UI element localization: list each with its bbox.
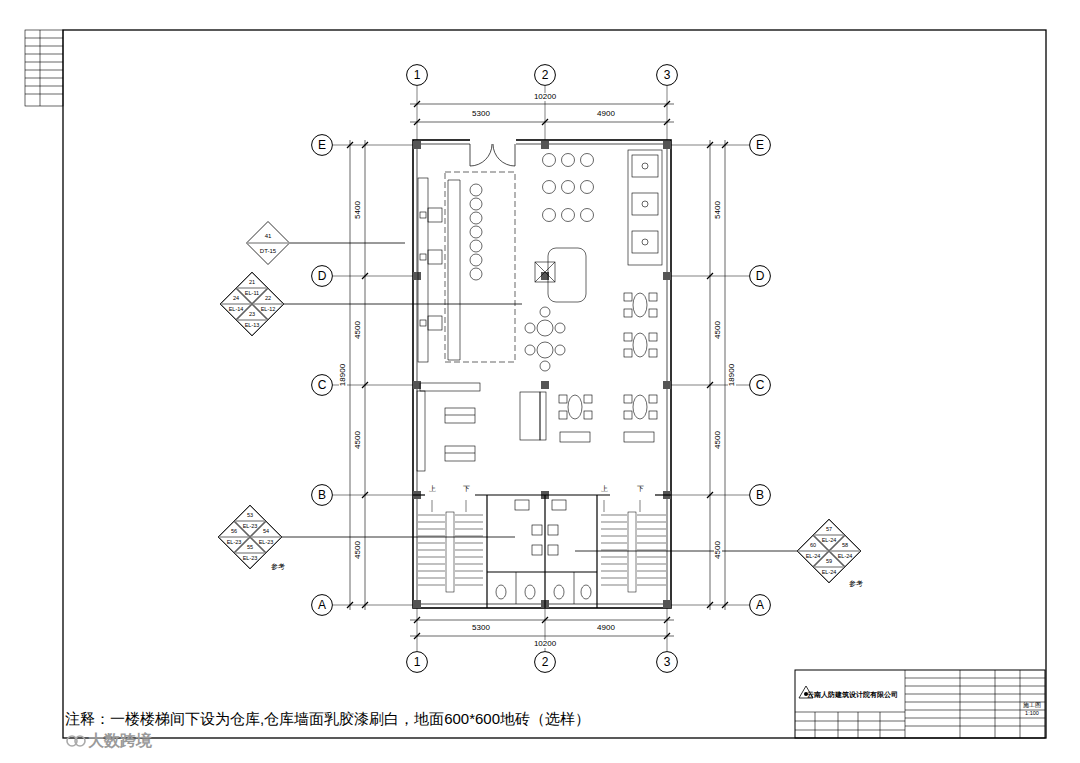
dimension-text: 10200 xyxy=(533,93,557,101)
node-label: 3 xyxy=(664,69,671,81)
dimension-text: 4500 xyxy=(714,430,722,450)
node-label: 1 xyxy=(414,69,421,81)
node-label: 2 xyxy=(542,69,549,81)
node-code: EL-24 xyxy=(822,538,837,544)
index-diamond: 55EL-23 xyxy=(234,537,266,569)
index-diamond: 41DT-15 xyxy=(246,221,290,265)
grid-bubble: 3 xyxy=(656,64,678,86)
node-code: EL-14 xyxy=(229,307,244,313)
node-label: 24 xyxy=(233,296,239,302)
stair-direction: 下 xyxy=(637,485,644,492)
node-label: 3 xyxy=(664,656,671,668)
dimension-text: 4500 xyxy=(354,430,362,450)
grid-bubble: A xyxy=(749,594,771,616)
node-label: 21 xyxy=(249,280,255,286)
node-label: A xyxy=(318,599,326,611)
grid-bubble: 1 xyxy=(406,64,428,86)
watermark: 大数跨境 xyxy=(88,733,152,749)
grid-bubble: E xyxy=(749,134,771,156)
grid-bubble: 1 xyxy=(406,651,428,673)
node-label: C xyxy=(318,379,327,391)
dimension-text: 18900 xyxy=(728,363,736,387)
grid-bubble: 3 xyxy=(656,651,678,673)
node-label: C xyxy=(756,379,765,391)
index-diamond: 23EL-13 xyxy=(236,304,268,336)
reference-note: 参考 xyxy=(849,580,863,587)
node-label: E xyxy=(318,139,326,151)
node-label: 53 xyxy=(247,513,253,519)
diamond-outline xyxy=(246,221,290,265)
dimension-text: 5400 xyxy=(714,200,722,220)
grid-bubble: B xyxy=(749,484,771,506)
node-label: 56 xyxy=(231,529,237,535)
dimension-text: 10200 xyxy=(533,640,557,648)
title-cell: 1:100 xyxy=(1025,711,1039,717)
company-name: 云南人防建筑设计院有限公司 xyxy=(807,691,898,698)
grid-bubble: 2 xyxy=(534,64,556,86)
dimension-text: 4500 xyxy=(354,320,362,340)
dimension-text: 18900 xyxy=(339,363,347,387)
stair-direction: 上 xyxy=(601,485,608,492)
node-label: 59 xyxy=(826,559,832,565)
node-code: EL-24 xyxy=(838,554,853,560)
grid-bubble: D xyxy=(311,265,333,287)
index-diamond: 59EL-24 xyxy=(813,551,845,583)
dimension-text: 4500 xyxy=(714,540,722,560)
node-label: E xyxy=(756,139,764,151)
node-code: EL-23 xyxy=(243,524,258,530)
node-label: 55 xyxy=(247,545,253,551)
grid-bubble: B xyxy=(311,484,333,506)
node-label: 60 xyxy=(810,543,816,549)
grid-bubble: 2 xyxy=(534,651,556,673)
dimension-text: 5400 xyxy=(354,200,362,220)
node-label: 23 xyxy=(249,312,255,318)
node-label: 41 xyxy=(265,233,272,239)
node-label: 2 xyxy=(542,656,549,668)
diamond-outline xyxy=(236,304,268,336)
node-code: EL-24 xyxy=(806,554,821,560)
node-code: EL-11 xyxy=(245,291,259,297)
node-label: 57 xyxy=(826,527,832,533)
grid-bubble: D xyxy=(749,265,771,287)
dimension-text: 5300 xyxy=(471,624,491,632)
node-label: 58 xyxy=(842,543,848,549)
stair-direction: 下 xyxy=(463,485,470,492)
grid-bubble: A xyxy=(311,594,333,616)
node-label: A xyxy=(756,599,764,611)
dimension-text: 4500 xyxy=(354,540,362,560)
title-cell: 施工图 xyxy=(1023,703,1041,709)
node-code: EL-23 xyxy=(243,556,258,562)
grid-bubble: C xyxy=(311,374,333,396)
stair-direction: 上 xyxy=(429,485,436,492)
note-text: 注释：一楼楼梯间下设为仓库,仓库墙面乳胶漆刷白，地面600*600地砖（选样） xyxy=(65,711,590,726)
node-label: B xyxy=(318,489,326,501)
diamond-outline xyxy=(234,537,266,569)
node-label: 22 xyxy=(265,296,271,302)
dimension-text: 4900 xyxy=(596,624,616,632)
node-code: DT-15 xyxy=(260,248,276,254)
dimension-text: 4900 xyxy=(596,110,616,118)
node-label: 54 xyxy=(263,529,269,535)
dimension-text: 5300 xyxy=(471,110,491,118)
node-label: D xyxy=(756,270,765,282)
node-label: D xyxy=(318,270,327,282)
reference-note: 参考 xyxy=(271,563,285,570)
node-code: EL-12 xyxy=(261,307,276,313)
grid-bubble: E xyxy=(311,134,333,156)
grid-bubble: C xyxy=(749,374,771,396)
node-code: EL-24 xyxy=(822,570,837,576)
node-label: 1 xyxy=(414,656,421,668)
dimension-text: 4500 xyxy=(714,320,722,340)
node-label: B xyxy=(756,489,764,501)
node-code: EL-23 xyxy=(259,540,274,546)
diamond-outline xyxy=(813,551,845,583)
node-code: EL-23 xyxy=(227,540,242,546)
node-code: EL-13 xyxy=(245,323,260,329)
